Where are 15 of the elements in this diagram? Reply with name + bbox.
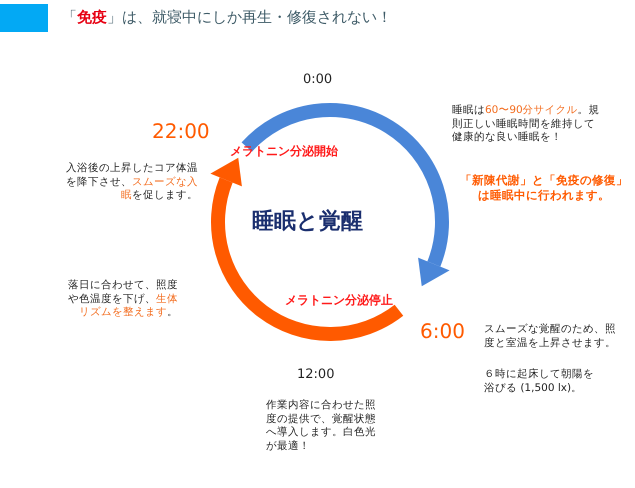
- time-label: 0:00: [303, 72, 332, 89]
- note-text: 睡眠は60〜90分サイクル。規則正しい睡眠時間を維持して健康的な良い睡眠を！: [452, 104, 601, 145]
- note-text: 作業内容に合わせた照度の提供で、覚醒状態へ導入します。白色光が最適！: [266, 399, 377, 454]
- time-label: 22:00: [152, 118, 210, 144]
- note-text: ６時に起床して朝陽を浴びる (1,500 lx)。: [484, 368, 595, 396]
- center-title: 睡眠と覚醒: [252, 208, 363, 236]
- note-text: 入浴後の上昇したコア体温を降下させ、スムーズな入眠を促します。: [65, 162, 198, 203]
- time-label: 12:00: [297, 367, 334, 384]
- page-title: 「免疫」は、就寝中にしか再生・修復されない！: [62, 8, 392, 28]
- time-label: 6:00: [420, 318, 465, 344]
- note-text: 「新陳代謝」と「免疫の修復」は睡眠中に行われます。: [459, 173, 629, 203]
- note-text: 落日に合わせて、照度や色温度を下げ、生体リズムを整えます。: [67, 279, 178, 320]
- note-text: スムーズな覚醒のため、照度と室温を上昇させます。: [484, 323, 617, 350]
- event-label: メラトニン分泌停止: [285, 293, 393, 309]
- event-label: メラトニン分泌開始: [230, 144, 338, 160]
